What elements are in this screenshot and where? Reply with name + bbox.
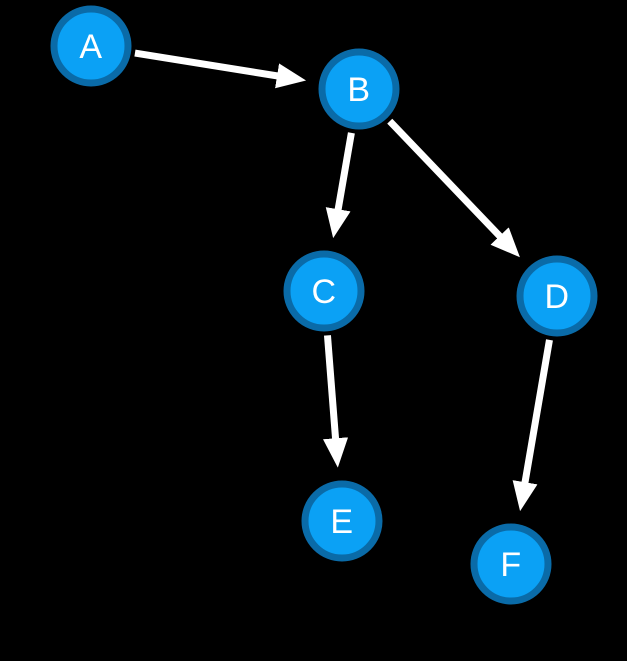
node-label-f: F (500, 546, 521, 584)
node-circle-f[interactable] (470, 523, 552, 605)
graph-node-f[interactable]: F (470, 523, 552, 605)
node-circle-b[interactable] (318, 48, 400, 130)
node-label-d: D (544, 278, 569, 316)
nodes-layer: A B C D E F (50, 5, 598, 605)
graph-node-c[interactable]: C (283, 250, 365, 332)
graph-node-d[interactable]: D (516, 255, 598, 337)
node-label-e: E (330, 503, 353, 541)
graph-node-b[interactable]: B (318, 48, 400, 130)
node-label-a: A (79, 28, 102, 66)
graph-node-a[interactable]: A (50, 5, 132, 87)
graph-node-e[interactable]: E (301, 480, 383, 562)
node-circle-e[interactable] (301, 480, 383, 562)
graph-edge-d-f[interactable] (512, 339, 553, 512)
graph-edge-b-c[interactable] (325, 132, 355, 239)
node-circle-c[interactable] (283, 250, 365, 332)
edges-layer (134, 49, 553, 512)
graph-edge-a-b[interactable] (134, 49, 307, 89)
node-circle-d[interactable] (516, 255, 598, 337)
graph-edge-b-d[interactable] (387, 118, 520, 258)
node-circle-a[interactable] (50, 5, 132, 87)
node-label-b: B (347, 71, 370, 109)
node-label-c: C (311, 273, 336, 311)
graph-edge-c-e[interactable] (322, 335, 349, 468)
